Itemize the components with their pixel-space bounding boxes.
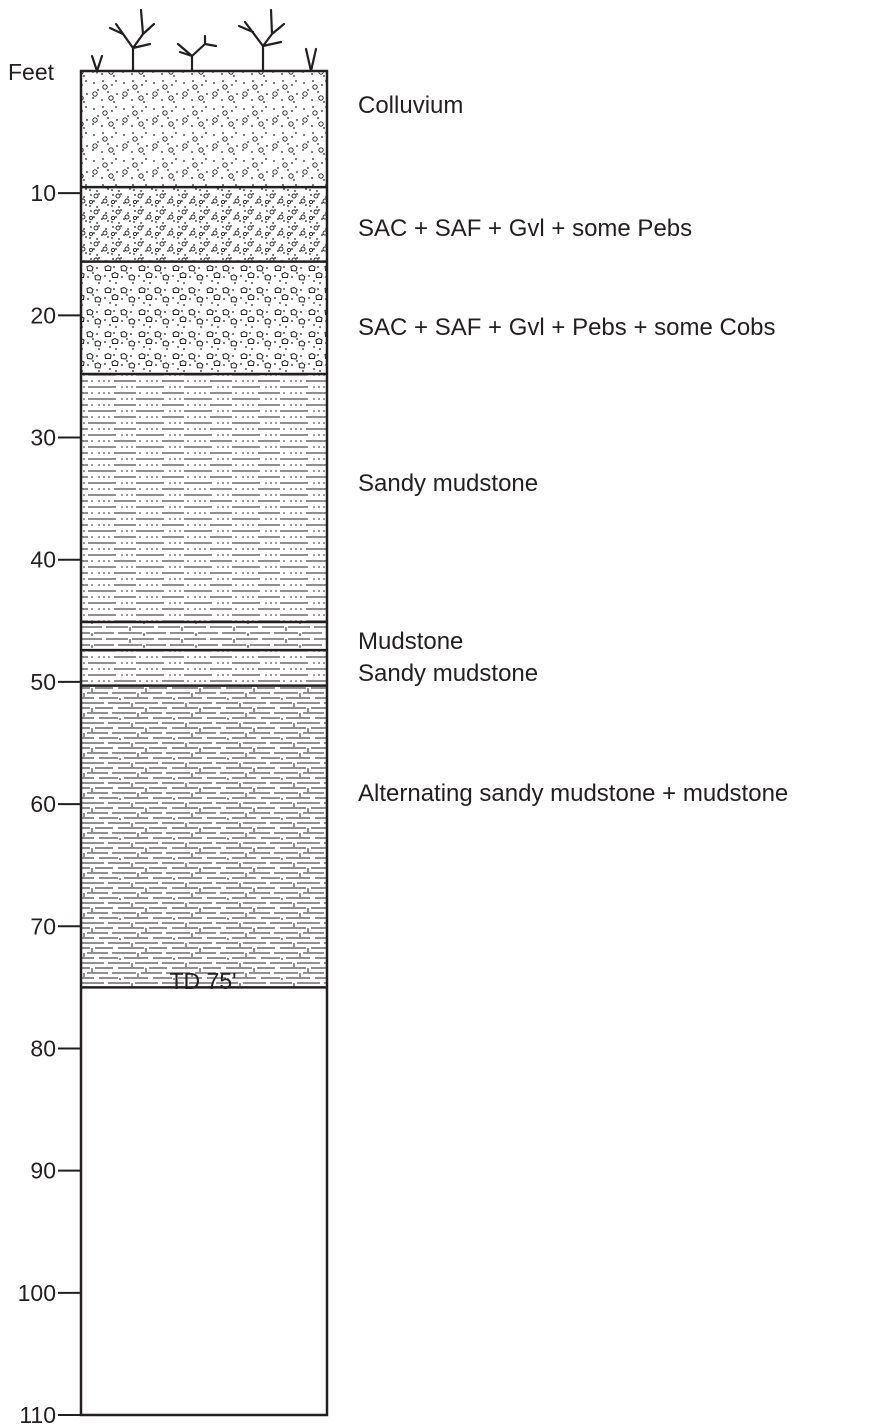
layer-description: Sandy mudstone	[358, 470, 538, 497]
layer-description: Sandy mudstone	[358, 660, 538, 687]
depth-tick-label: 70	[30, 913, 56, 939]
depth-tick-label: 90	[30, 1158, 56, 1184]
layer-gravel	[81, 187, 327, 262]
layer-description: SAC + SAF + Gvl + Pebs + some Cobs	[358, 314, 776, 341]
vegetation-symbols	[90, 8, 318, 75]
grass-icon	[176, 34, 218, 73]
depth-axis: 10 20 30 40 50 60 70 80 90 100 110	[18, 180, 81, 1425]
layer-description: Alternating sandy mudstone + mudstone	[358, 780, 788, 807]
depth-tick-label: 10	[30, 180, 56, 206]
depth-tick-label: 30	[30, 425, 56, 451]
depth-tick-label: 50	[30, 669, 56, 695]
layer-sandy-mudstone	[81, 650, 327, 686]
layer-mudstone	[81, 622, 327, 651]
depth-unit-label: Feet	[8, 59, 55, 85]
layer-alternating	[81, 685, 327, 988]
grass-icon	[304, 47, 318, 72]
shrub-icon	[108, 8, 156, 73]
depth-tick-label: 110	[19, 1402, 56, 1425]
grass-icon	[90, 54, 104, 75]
lithology-layers	[81, 71, 327, 989]
depth-tick-label: 60	[30, 791, 56, 817]
layer-pebbles	[81, 261, 327, 375]
log-column-frame	[79, 69, 329, 1417]
layer-description: Colluvium	[358, 92, 463, 119]
depth-tick-label: 20	[30, 302, 56, 328]
depth-tick-label: 40	[30, 547, 56, 573]
depth-tick-label: 80	[30, 1035, 56, 1061]
total-depth-label: TD 75'	[169, 968, 236, 994]
shrub-icon	[237, 8, 286, 73]
layer-description: Mudstone	[358, 628, 463, 655]
layer-sandy-mudstone	[81, 374, 327, 623]
layer-description: SAC + SAF + Gvl + some Pebs	[358, 215, 692, 242]
layer-colluvium	[81, 71, 327, 188]
depth-tick-label: 100	[18, 1280, 56, 1306]
